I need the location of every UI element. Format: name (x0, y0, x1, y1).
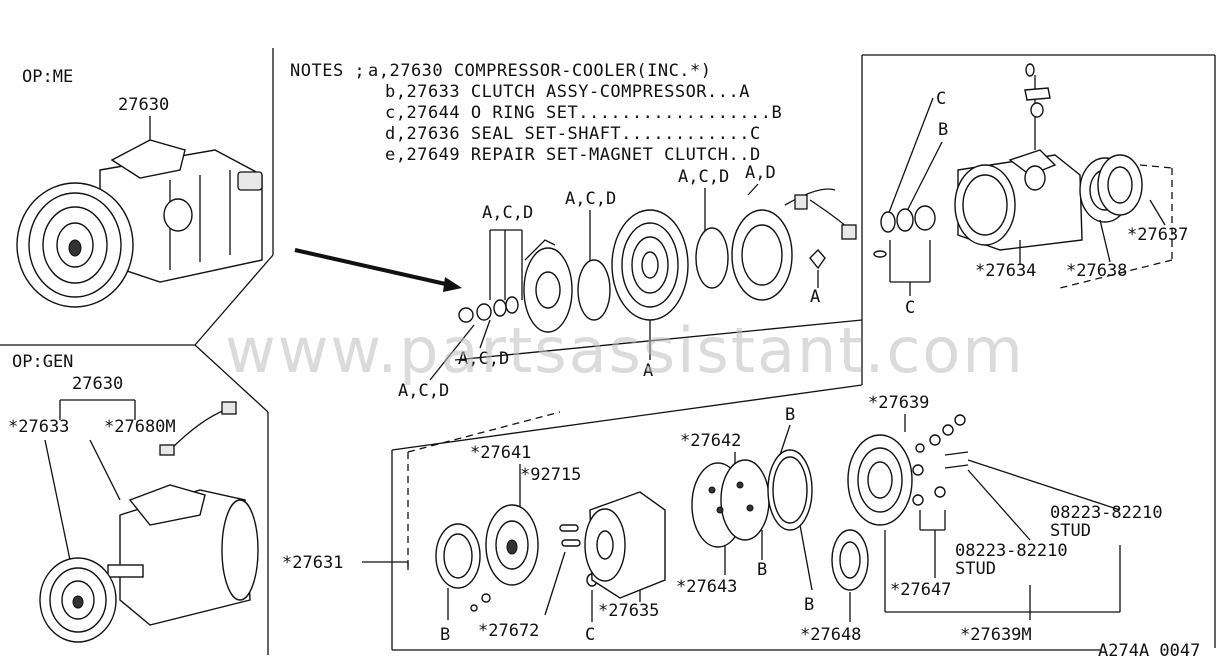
callout-b-top: B (938, 120, 948, 140)
callout-27631: *27631 (282, 553, 343, 573)
variant-opgen-sub1: *27633 (8, 417, 69, 437)
stud2-number: 08223-82210 (955, 541, 1068, 561)
callout-a-1: A (810, 287, 820, 307)
callout-b-lower-2: B (757, 560, 767, 580)
callout-27648: *27648 (800, 625, 861, 645)
notes-heading: NOTES ; (290, 61, 365, 81)
callout-27643: *27643 (676, 577, 737, 597)
compressor-opgen-drawing (39, 401, 259, 643)
callout-27641: *27641 (470, 443, 531, 463)
callout-b-lower-3: B (785, 405, 795, 425)
stud1-number: 08223-82210 (1050, 503, 1163, 523)
callout-a-2: A (643, 361, 653, 381)
variant-opgen-sub2: *27680M (104, 417, 176, 437)
stud1-label: STUD (1050, 521, 1091, 541)
clutch-exploded-row: A,C,D A,C,D A,C,D A,D A A (398, 163, 857, 401)
note-a: a,27630 COMPRESSOR-COOLER(INC.*) (368, 61, 712, 81)
callout-acd-4: A,C,D (398, 381, 449, 401)
notes-block: NOTES ; a,27630 COMPRESSOR-COOLER(INC.*)… (290, 61, 782, 165)
callout-27637: *27637 (1127, 225, 1188, 245)
callout-b-lower-4: B (804, 595, 814, 615)
compressor-body-group: C B C *27634 *27638 *27637 (873, 63, 1188, 318)
callout-acd-1: A,C,D (482, 203, 533, 223)
note-e: e,27649 REPAIR SET-MAGNET CLUTCH..D (385, 145, 761, 165)
note-c: c,27644 O RING SET..................B (385, 103, 782, 123)
callout-c-lower: C (585, 625, 595, 645)
callout-acd-2: A,C,D (565, 189, 616, 209)
callout-27672: *27672 (478, 621, 539, 641)
pointer-arrow (294, 248, 462, 292)
variant-opme-part: 27630 (118, 95, 169, 115)
variant-opgen: OP:GEN 27630 *27633 *27680M (8, 352, 259, 643)
callout-acd-5: A,C,D (458, 349, 509, 369)
callout-c-top: C (936, 89, 946, 109)
note-b: b,27633 CLUTCH ASSY-COMPRESSOR...A (385, 82, 750, 102)
variant-opgen-part: 27630 (72, 374, 123, 394)
compressor-opme-drawing (16, 139, 263, 308)
stud2-label: STUD (955, 559, 996, 579)
watermark: www.partsassistant.com (225, 314, 1025, 387)
callout-27638: *27638 (1066, 261, 1127, 281)
variant-opme: OP:ME 27630 (16, 67, 263, 308)
callout-27639: *27639 (868, 393, 929, 413)
variant-opgen-label: OP:GEN (12, 352, 73, 372)
callout-27634: *27634 (975, 261, 1036, 281)
callout-c-bottom: C (905, 298, 915, 318)
callout-27639m: *27639M (960, 625, 1032, 645)
reference-code: A274A 0047 (1098, 641, 1200, 661)
panel-dividers (0, 48, 1216, 655)
note-d: d,27636 SEAL SET-SHAFT............C (385, 124, 761, 144)
callout-27642: *27642 (680, 431, 741, 451)
callout-ad: A,D (745, 163, 776, 183)
internals-exploded-row: *27631 B *27641 *92715 *27672 C *27635 *… (282, 393, 1163, 645)
variant-opme-label: OP:ME (22, 67, 73, 87)
callout-27647: *27647 (890, 580, 951, 600)
callout-b-lower-1: B (440, 625, 450, 645)
callout-27635: *27635 (598, 601, 659, 621)
callout-92715: *92715 (520, 465, 581, 485)
callout-acd-3: A,C,D (678, 167, 729, 187)
